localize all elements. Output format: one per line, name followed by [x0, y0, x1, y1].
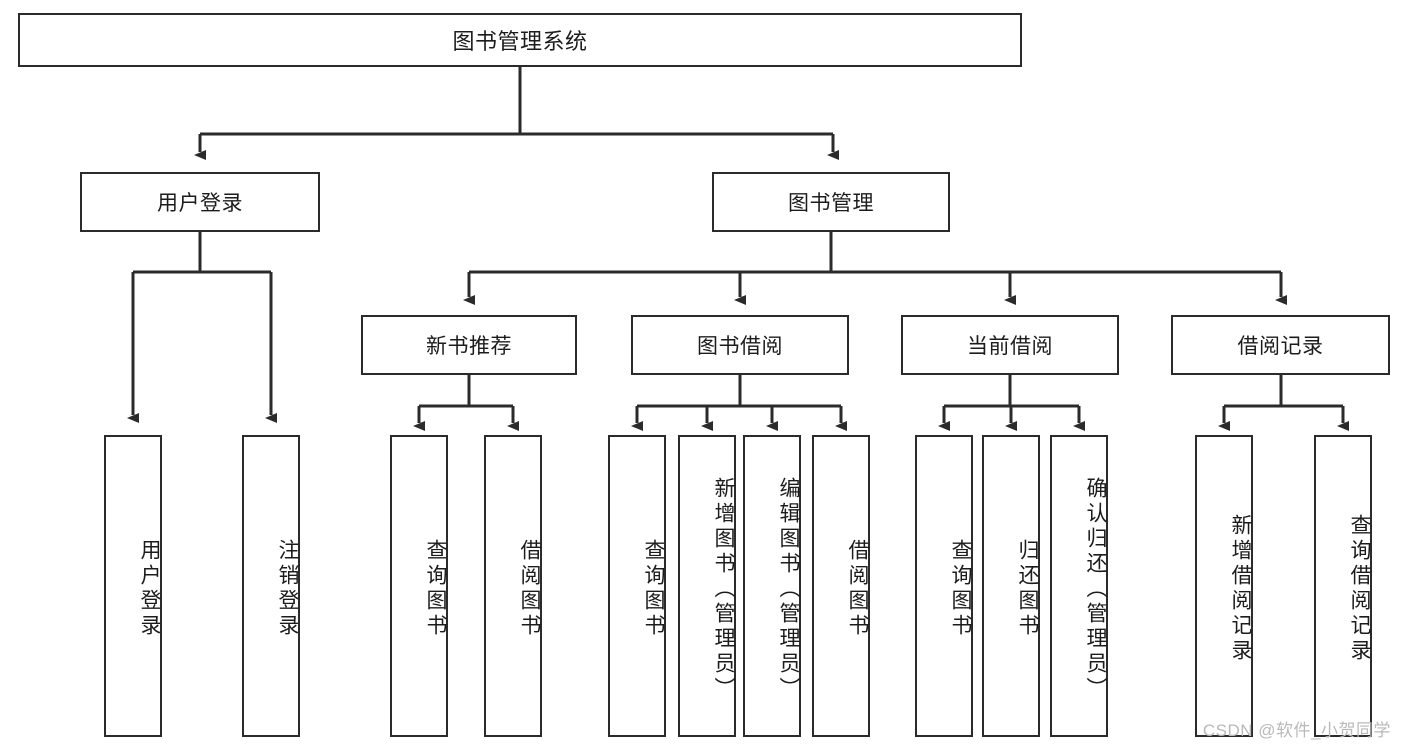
leaf-borrowrecord-query-record[interactable]: 查询借阅记录 [1314, 435, 1372, 737]
leaf-logout-label: 注销登录 [276, 539, 299, 639]
node-current-borrow-label: 当前借阅 [967, 335, 1053, 358]
leaf-newbook-borrow-book[interactable]: 借阅图书 [484, 435, 542, 737]
node-root-label: 图书管理系统 [452, 29, 588, 54]
node-root[interactable]: 图书管理系统 [18, 13, 1022, 67]
node-new-book-recommend[interactable]: 新书推荐 [361, 315, 577, 375]
leaf-bookborrow-edit-book-label: 编辑图书（管理员） [777, 476, 800, 702]
leaf-bookborrow-query-book[interactable]: 查询图书 [608, 435, 666, 737]
leaf-bookborrow-edit-book[interactable]: 编辑图书（管理员） [743, 435, 801, 737]
node-book-manage-label: 图书管理 [788, 192, 874, 215]
leaf-logout[interactable]: 注销登录 [242, 435, 300, 737]
leaf-newbook-borrow-book-label: 借阅图书 [518, 539, 541, 639]
leaf-currentborrow-query-book[interactable]: 查询图书 [915, 435, 973, 737]
node-borrow-record-label: 借阅记录 [1237, 335, 1324, 358]
leaf-currentborrow-query-book-label: 查询图书 [949, 539, 972, 639]
leaf-currentborrow-confirm-return[interactable]: 确认归还（管理员） [1050, 435, 1108, 737]
leaf-borrowrecord-add-record-label: 新增借阅记录 [1229, 514, 1252, 664]
leaf-currentborrow-return-book-label: 归还图书 [1016, 539, 1039, 639]
leaf-newbook-query-book[interactable]: 查询图书 [390, 435, 448, 737]
leaf-bookborrow-add-book-label: 新增图书（管理员） [712, 476, 735, 702]
node-book-borrow[interactable]: 图书借阅 [631, 315, 849, 375]
node-new-book-recommend-label: 新书推荐 [426, 335, 512, 358]
leaf-borrowrecord-query-record-label: 查询借阅记录 [1348, 514, 1371, 664]
leaf-newbook-query-book-label: 查询图书 [424, 539, 447, 639]
leaf-user-login-label: 用户登录 [138, 539, 161, 639]
leaf-bookborrow-query-book-label: 查询图书 [642, 539, 665, 639]
leaf-bookborrow-borrow-book[interactable]: 借阅图书 [812, 435, 870, 737]
leaf-currentborrow-return-book[interactable]: 归还图书 [982, 435, 1040, 737]
leaf-user-login[interactable]: 用户登录 [104, 435, 162, 737]
node-current-borrow[interactable]: 当前借阅 [901, 315, 1119, 375]
node-borrow-record[interactable]: 借阅记录 [1171, 315, 1390, 375]
leaf-currentborrow-confirm-return-label: 确认归还（管理员） [1084, 476, 1107, 702]
node-book-manage[interactable]: 图书管理 [712, 172, 950, 232]
leaf-bookborrow-borrow-book-label: 借阅图书 [846, 539, 869, 639]
node-user-login-label: 用户登录 [157, 192, 243, 215]
leaf-borrowrecord-add-record[interactable]: 新增借阅记录 [1195, 435, 1253, 737]
node-user-login[interactable]: 用户登录 [80, 172, 320, 232]
node-book-borrow-label: 图书借阅 [697, 335, 783, 358]
leaf-bookborrow-add-book[interactable]: 新增图书（管理员） [678, 435, 736, 737]
